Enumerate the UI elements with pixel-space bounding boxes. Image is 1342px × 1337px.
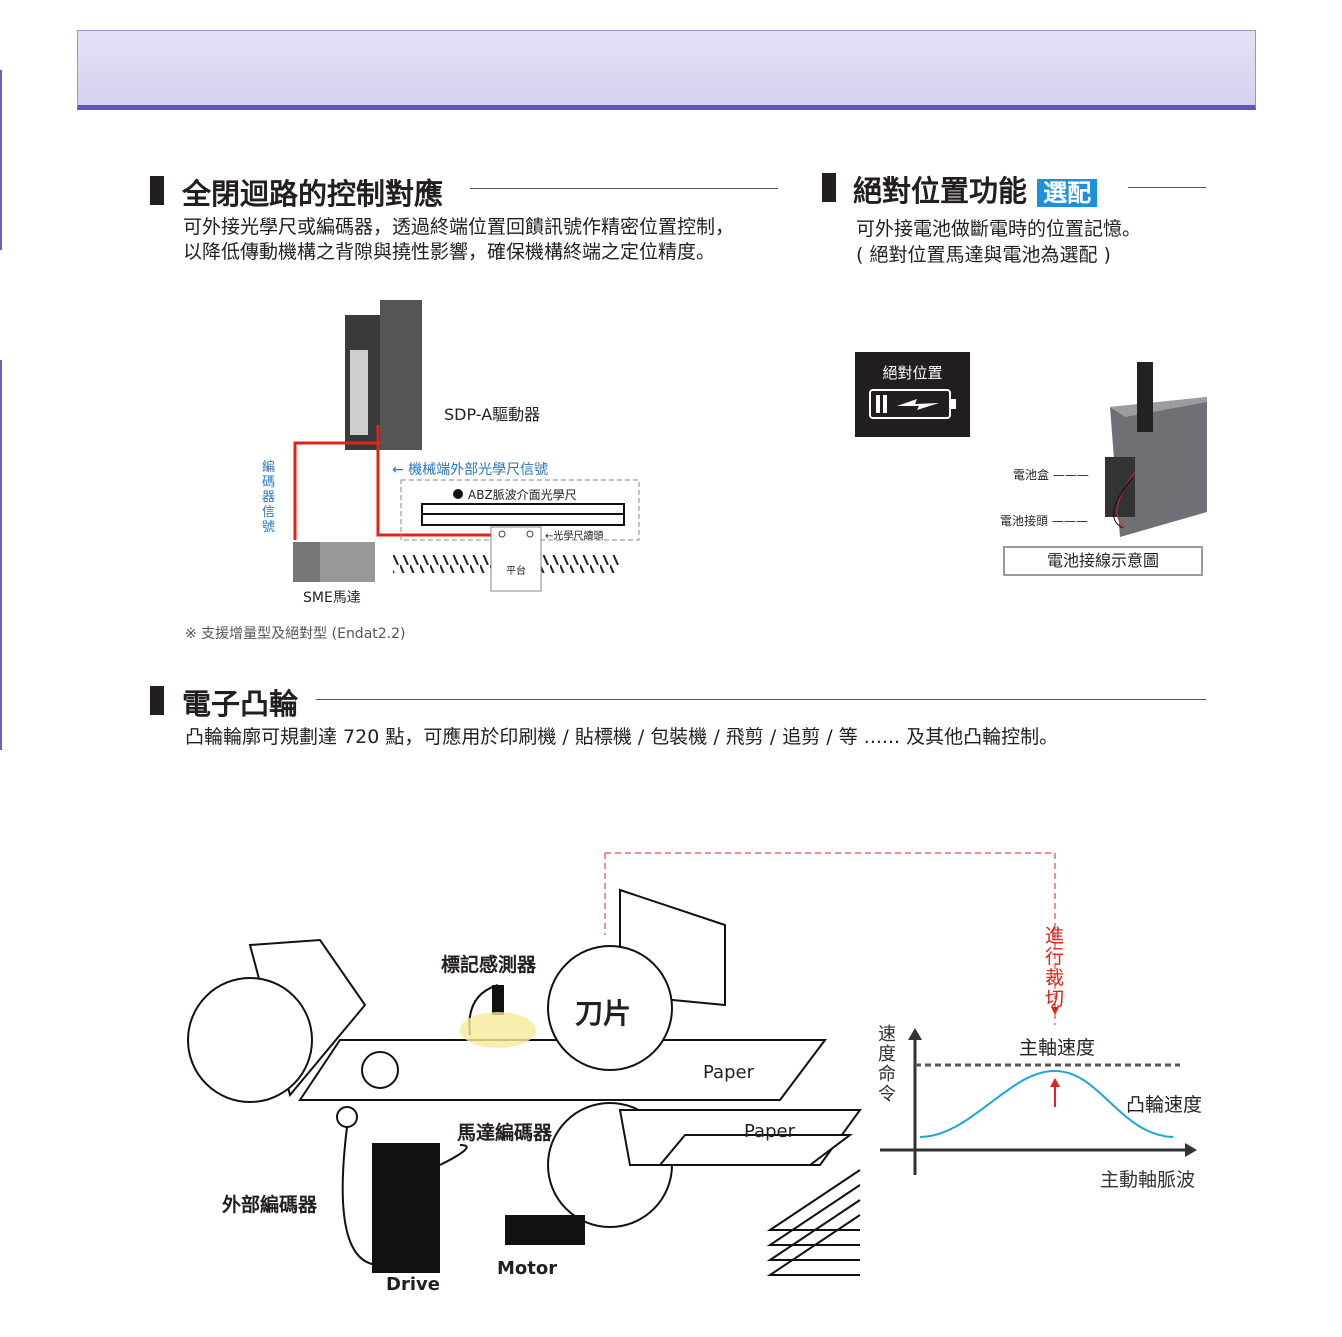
section-desc: ( 絕對位置馬達與電池為選配 ) [856,244,1111,266]
electronic-cam-diagram [187,852,1197,1276]
section-title-text: 絕對位置功能 [853,174,1028,208]
divider [1128,187,1206,188]
closed-loop-diagram [293,300,640,592]
battery-box-label: 電池盒 ——— [1013,468,1089,482]
section-desc: 可外接電池做斷電時的位置記憶。 [856,218,1142,240]
absolute-position-panel: 絕對位置 [855,352,970,437]
battery-connector-text: 電池接頭 [1000,514,1049,528]
paper-label: Paper [744,1121,795,1142]
mark-sensor-label: 標記感測器 [441,954,537,976]
cut-label: 進行裁切 [1045,925,1065,1010]
main-speed-label: 主軸速度 [1019,1037,1096,1059]
panel-label: 絕對位置 [882,364,943,382]
reader-label: ←光學尺讀頭 [545,531,604,542]
section-title: 絕對位置功能 選配 [853,168,1098,210]
battery-icon [868,389,956,419]
chart-ylabel: 速度命令 [878,1024,896,1105]
battery-box-text: 電池盒 [1013,468,1050,482]
section-marker [150,686,164,715]
optional-badge: 選配 [1037,179,1098,207]
chart-xlabel: 主動軸脈波 [1100,1169,1196,1191]
divider [316,699,1206,700]
encoder-signal-label: 編碼器信號 [262,460,276,535]
reader-text: 光學尺讀頭 [553,531,604,542]
page-edge [0,360,2,750]
battery-connector-label: 電池接頭 ——— [1000,514,1088,528]
section-desc: 凸輪輪廓可規劃達 720 點，可應用於印刷機 / 貼標機 / 包裝機 / 飛剪 … [185,726,1059,748]
section-desc: 可外接光學尺或編碼器，透過終端位置回饋訊號作精密位置控制， [183,216,735,238]
motor-label: Motor [497,1258,558,1279]
header-banner [77,30,1256,110]
section-marker [822,173,836,202]
section-title: 電子凸輪 [182,687,299,721]
section-marker [150,176,164,205]
drive-label: Drive [386,1274,440,1295]
support-note: ※ 支援增量型及絕對型 (Endat2.2) [185,626,406,642]
cam-speed-label: 凸輪速度 [1126,1094,1203,1116]
scale-label: ABZ脈波介面光學尺 [468,488,577,502]
page-edge [0,70,2,250]
drive-label: SDP-A驅動器 [444,405,541,424]
paper-label: Paper [703,1062,754,1083]
divider [470,188,778,189]
external-encoder-label: 外部編碼器 [222,1194,318,1216]
motor-encoder-label: 馬達編碼器 [457,1122,553,1144]
section-desc: 以降低傳動機構之背隙與撓性影響，確保機構終端之定位精度。 [183,241,716,263]
scale-signal-text: 機械端外部光學尺信號 [408,462,549,478]
platform-label: 平台 [506,566,526,577]
motor-label: SME馬達 [303,590,361,606]
blade-label: 刀片 [575,997,632,1030]
drive-battery-photo [1105,362,1207,537]
cam-speed-curve [919,1069,1174,1138]
scale-signal-label: ← 機械端外部光學尺信號 [392,462,549,478]
section-title: 全閉迴路的控制對應 [182,177,444,211]
battery-caption: 電池接線示意圖 [1003,546,1203,576]
